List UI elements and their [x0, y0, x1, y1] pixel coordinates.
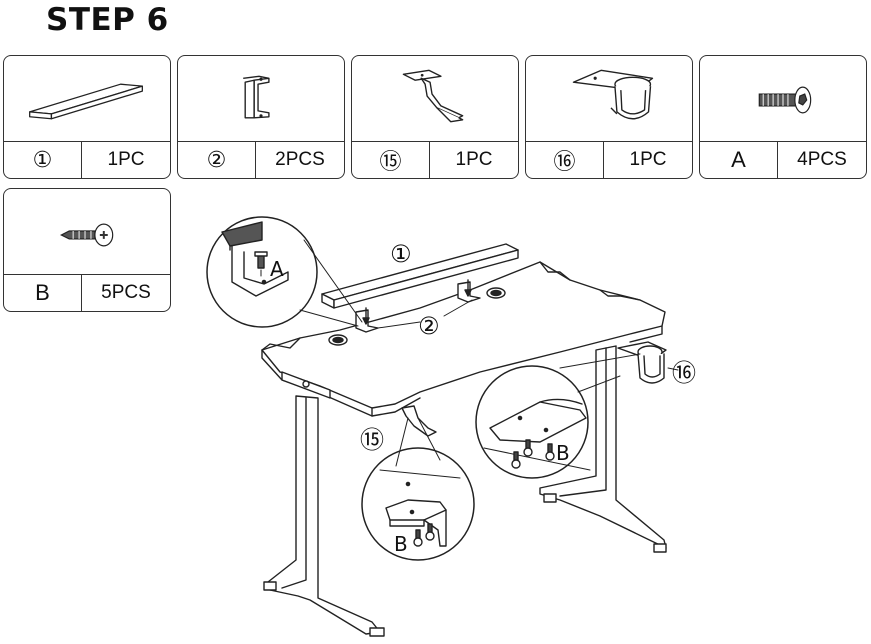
step-title: STEP 6	[46, 2, 169, 38]
callout-bolt: A	[270, 257, 284, 281]
part-qty: 1PC	[455, 149, 493, 170]
monitor-shelf	[321, 243, 519, 309]
part-id: ⑮	[352, 142, 430, 178]
screw-icon	[4, 189, 170, 277]
grommet-left	[328, 334, 348, 346]
zoom-hook-screws	[361, 447, 475, 561]
part-qty: 4PCS	[797, 149, 847, 170]
callout-board: ①	[390, 240, 412, 268]
bracket-right	[457, 281, 481, 303]
screw-b-zoom-right	[511, 439, 555, 469]
headphone-hook-icon	[352, 56, 518, 144]
part-card-screw: B 5PCS	[3, 188, 171, 312]
screw-b-zoom-left	[413, 529, 423, 547]
part-card-bracket: ② 2PCS	[177, 55, 345, 179]
part-id: ①	[4, 142, 82, 178]
callout-bracket: ②	[418, 312, 440, 340]
zoom-bolt	[206, 216, 318, 328]
zoom-cup-screws	[475, 365, 589, 479]
part-card-bolt: A 4PCS	[699, 55, 867, 179]
bolt-a-zoom	[254, 251, 268, 277]
part-card-cup-holder: ⑯ 1PC	[525, 55, 693, 179]
cup-holder-icon	[526, 56, 692, 144]
part-qty: 2PCS	[275, 149, 325, 170]
desk-top	[261, 261, 666, 409]
part-id: ⑯	[526, 142, 604, 178]
part-id: ②	[178, 142, 256, 178]
part-id: A	[700, 142, 778, 178]
part-card-board: ① 1PC	[3, 55, 171, 179]
leg-left	[267, 395, 381, 635]
leg-right	[539, 345, 667, 549]
bracket-left	[355, 309, 379, 333]
grommet-right	[486, 287, 506, 299]
board-icon	[4, 56, 170, 144]
callout-cup: ⑯	[672, 359, 696, 387]
callout-screw-right: B	[556, 441, 570, 465]
part-card-hook: ⑮ 1PC	[351, 55, 519, 179]
cup-holder-installed	[617, 341, 667, 361]
part-qty: 1PC	[107, 149, 145, 170]
callout-screw-left: B	[394, 532, 408, 556]
bolt-icon	[700, 56, 866, 144]
part-qty: 5PCS	[101, 282, 151, 303]
screw-b-zoom-left-2	[425, 523, 435, 541]
callout-hook: ⑮	[360, 426, 384, 454]
part-id: B	[4, 275, 82, 311]
bracket-icon	[178, 56, 344, 144]
part-qty: 1PC	[629, 149, 667, 170]
hook-installed	[401, 405, 437, 437]
